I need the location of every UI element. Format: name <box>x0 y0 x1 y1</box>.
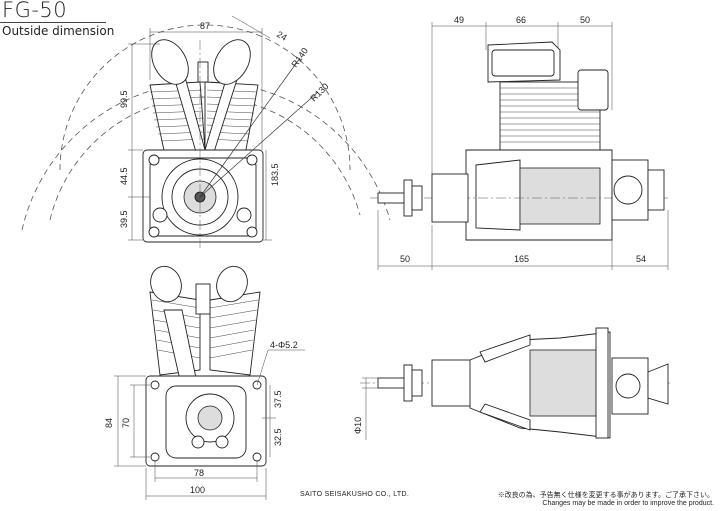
mount-hole <box>150 380 160 390</box>
page-title: FG-50 <box>2 0 68 22</box>
dim-rear-upper-right: 37.5 <box>273 390 283 408</box>
dim-side-bottom-a: 50 <box>400 254 410 264</box>
dim-bottom-shaft: Φ10 <box>353 417 363 434</box>
front-view: 87 24 R140 R130 99.5 44.5 39.5 183.5 <box>21 15 391 250</box>
disclaimer-en: Changes may be made in order to improve … <box>542 500 714 507</box>
dim-side-bottom-b: 165 <box>514 254 529 264</box>
dim-rear-width-outer: 100 <box>190 485 205 495</box>
disclaimer-jp: ※改良の為、予告無く仕様を変更する事があります。ご了承下さい。 <box>497 492 714 499</box>
dim-front-h-total: 183.5 <box>270 163 280 186</box>
side-view: 49 66 50 50 <box>370 15 670 270</box>
dim-rear-width-inner: 78 <box>194 468 204 478</box>
dim-rear-height-total: 84 <box>104 418 114 428</box>
side-prop-shaft <box>377 192 409 204</box>
dim-front-width: 87 <box>200 21 210 31</box>
carb-intake <box>197 61 209 83</box>
left-rocker-cover <box>151 39 189 85</box>
rear-view: 4-Φ5.2 84 70 37.5 32.5 78 100 <box>104 265 305 500</box>
dim-side-top-b: 66 <box>516 15 526 25</box>
bottom-prop-shaft <box>377 377 407 389</box>
mount-hole <box>252 452 262 462</box>
bottom-view: Φ10 <box>353 327 670 440</box>
dim-side-top-a: 49 <box>454 15 464 25</box>
dim-rear-lower-right: 32.5 <box>273 428 283 446</box>
right-rocker-cover <box>213 39 251 85</box>
mount-hole <box>150 452 160 462</box>
dim-front-angle: 24 <box>275 29 289 43</box>
dim-side-bottom-c: 54 <box>636 254 646 264</box>
dim-rear-hole: 4-Φ5.2 <box>270 340 298 350</box>
dim-front-h-mid: 44.5 <box>119 167 129 185</box>
page-subtitle: Outside dimension <box>2 24 115 38</box>
company-name: SAITO SEISAKUSHO CO., LTD. <box>300 491 410 498</box>
dim-rear-height-inner: 70 <box>121 418 131 428</box>
dim-front-h-low: 39.5 <box>119 210 129 228</box>
dim-front-h-upper: 99.5 <box>119 90 129 108</box>
dim-front-radius-a: R140 <box>289 46 310 69</box>
dim-side-top-c: 50 <box>580 15 590 25</box>
title-underline <box>0 22 106 23</box>
